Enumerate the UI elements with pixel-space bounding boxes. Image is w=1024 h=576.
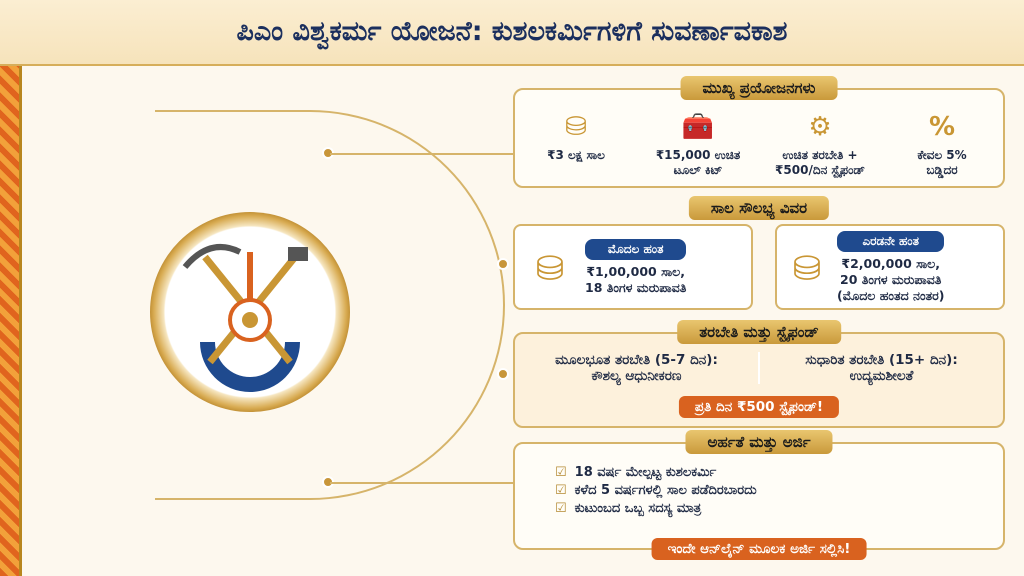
training-text: ಉದ್ಯಮಶೀಲತೆ <box>849 368 914 384</box>
loan-card: ಸಾಲ ಸೌಲಭ್ಯ ವಿವರ ⛁ ಮೊದಲ ಹಂತ ₹1,00,000 ಸಾಲ,… <box>513 196 1005 314</box>
emblem <box>150 212 350 412</box>
basic-training: ಮೂಲಭೂತ ತರಬೇತಿ (5-7 ದಿನ):ಕೌಶಲ್ಯ ಆಧುನೀಕರಣ <box>515 352 760 384</box>
trainer-gear-icon: ⚙ <box>808 112 832 142</box>
training-text: ಮೂಲಭೂತ ತರಬೇತಿ (5-7 ದಿನ): <box>555 352 718 368</box>
eligibility-item: ☑ ಕಳೆದ 5 ವರ್ಷಗಳಲ್ಲಿ ಸಾಲ ಪಡೆದಿರಬಾರದು <box>555 483 1003 498</box>
stage-text: 20 ತಿಂಗಳ ಮರುಪಾವತಿ <box>840 271 942 287</box>
eligibility-heading: ಅರ್ಹತೆ ಮತ್ತು ಅರ್ಜಿ <box>685 430 833 454</box>
benefits-heading: ಮುಖ್ಯ ಪ್ರಯೋಜನಗಳು <box>680 76 838 100</box>
benefit-text: ಉಚಿತ ತರಬೇತಿ + <box>782 148 858 162</box>
training-text: ಸುಧಾರಿತ ತರಬೇತಿ (15+ ದಿನ): <box>805 352 958 368</box>
percent-badge-icon: % <box>928 112 956 142</box>
stage-text: ₹1,00,000 ಸಾಲ, <box>586 263 685 279</box>
stage-text: 18 ತಿಂಗಳ ಮರುಪಾವತಿ <box>585 279 687 295</box>
benefit-text: ₹500/ದಿನ ಸ್ಟೈಫಂಡ್ <box>775 163 865 177</box>
eligibility-text: ಕುಟುಂಬದ ಒಬ್ಬ ಸದಸ್ಯ ಮಾತ್ರ <box>574 501 702 516</box>
training-card: ತರಬೇತಿ ಮತ್ತು ಸ್ಟೈಫಂಡ್ ಮೂಲಭೂತ ತರಬೇತಿ (5-7… <box>513 320 1005 428</box>
benefit-loan: ⛁ ₹3 ಲಕ್ಷ ಸಾಲ <box>519 112 634 178</box>
checkbox-icon: ☑ <box>555 465 567 480</box>
benefit-text: ₹3 ಲಕ್ಷ ಸಾಲ <box>547 148 605 162</box>
eligibility-card: ಅರ್ಹತೆ ಮತ್ತು ಅರ್ಜಿ ☑ 18 ವರ್ಷ ಮೇಲ್ಪಟ್ಟ ಕುಶ… <box>513 430 1005 560</box>
connector-dot <box>497 258 509 270</box>
loan-first-stage: ⛁ ಮೊದಲ ಹಂತ ₹1,00,000 ಸಾಲ,18 ತಿಂಗಳ ಮರುಪಾವತ… <box>513 224 753 310</box>
benefit-text: ಟೂಲ್ ಕಿಟ್ <box>673 163 723 177</box>
eligibility-text: ಕಳೆದ 5 ವರ್ಷಗಳಲ್ಲಿ ಸಾಲ ಪಡೆದಿರಬಾರದು <box>574 483 757 498</box>
advanced-training: ಸುಧಾರಿತ ತರಬೇತಿ (15+ ದಿನ):ಉದ್ಯಮಶೀಲತೆ <box>760 352 1003 384</box>
loan-second-stage: ⛁ ಎರಡನೇ ಹಂತ ₹2,00,000 ಸಾಲ,20 ತಿಂಗಳ ಮರುಪಾವ… <box>775 224 1005 310</box>
benefit-interest: % ಕೇವಲ 5%ಬಡ್ಡಿದರ <box>885 112 1000 178</box>
benefit-text: ಕೇವಲ 5% <box>917 148 967 162</box>
benefits-card: ಮುಖ್ಯ ಪ್ರಯೋಜನಗಳು ⛁ ₹3 ಲಕ್ಷ ಸಾಲ 🧰 ₹15,000 ಉ… <box>513 76 1005 188</box>
stipend-banner: ಪ್ರತಿ ದಿನ ₹500 ಸ್ಟೈಫಂಡ್! <box>678 396 840 418</box>
eligibility-text: 18 ವರ್ಷ ಮೇಲ್ಪಟ್ಟ ಕುಶಲಕರ್ಮಿ <box>574 465 717 480</box>
decorative-border <box>0 66 22 576</box>
stage-text: ₹2,00,000 ಸಾಲ, <box>841 255 941 271</box>
eligibility-item: ☑ 18 ವರ್ಷ ಮೇಲ್ಪಟ್ಟ ಕುಶಲಕರ್ಮಿ <box>555 465 1003 480</box>
stage-label: ಎರಡನೇ ಹಂತ <box>837 230 945 252</box>
header: ಪಿಎಂ ವಿಶ್ವಕರ್ಮ ಯೋಜನೆ: ಕುಶಲಕರ್ಮಿಗಳಿಗೆ ಸುವ… <box>0 0 1024 66</box>
training-text: ಕೌಶಲ್ಯ ಆಧುನೀಕರಣ <box>591 368 682 384</box>
connector-line <box>330 482 513 484</box>
toolbox-icon: 🧰 <box>681 112 715 142</box>
training-heading: ತರಬೇತಿ ಮತ್ತು ಸ್ಟೈಫಂಡ್ <box>677 320 841 344</box>
tools-gear-icon <box>182 244 308 392</box>
eligibility-item: ☑ ಕುಟುಂಬದ ಒಬ್ಬ ಸದಸ್ಯ ಮಾತ್ರ <box>555 501 1003 516</box>
coins-icon: ⛁ <box>792 249 822 289</box>
benefit-text: ಬಡ್ಡಿದರ <box>926 163 958 177</box>
coins-icon: ⛁ <box>565 112 587 142</box>
checkbox-icon: ☑ <box>555 501 567 516</box>
checkbox-icon: ☑ <box>555 483 567 498</box>
benefit-text: ₹15,000 ಉಚಿತ <box>655 148 741 162</box>
connector-line <box>330 153 513 155</box>
connector-dot <box>497 368 509 380</box>
apply-online-banner: ಇಂದೇ ಆನ್‌ಲೈನ್ ಮೂಲಕ ಅರ್ಜಿ ಸಲ್ಲಿಸಿ! <box>651 538 867 560</box>
page-title: ಪಿಎಂ ವಿಶ್ವಕರ್ಮ ಯೋಜನೆ: ಕುಶಲಕರ್ಮಿಗಳಿಗೆ ಸುವ… <box>236 16 788 47</box>
loan-heading: ಸಾಲ ಸೌಲಭ್ಯ ವಿವರ <box>688 196 830 220</box>
stage-label: ಮೊದಲ ಹಂತ <box>585 238 687 260</box>
benefit-training: ⚙ ಉಚಿತ ತರಬೇತಿ +₹500/ದಿನ ಸ್ಟೈಫಂಡ್ <box>763 112 878 178</box>
coins-icon: ⛁ <box>535 249 565 289</box>
stage-text: (ಮೊದಲ ಹಂತದ ನಂತರ) <box>837 287 945 303</box>
